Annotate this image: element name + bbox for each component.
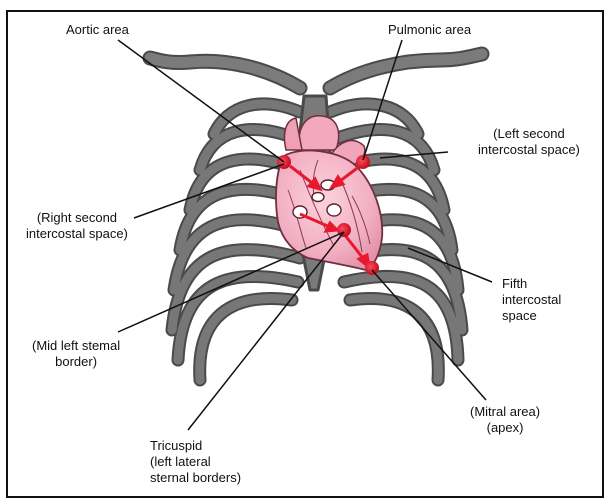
label-pulmonic-area: Pulmonic area (388, 22, 471, 38)
label-text: intercostal space) (26, 226, 128, 242)
label-text: border) (32, 354, 120, 370)
label-text: (Right second (26, 210, 128, 226)
label-text: (Mid left stemal (32, 338, 120, 354)
label-text: Fifth (502, 276, 561, 292)
label-text: Pulmonic area (388, 22, 471, 38)
label-text: space (502, 308, 561, 324)
label-right-second-intercostal: (Right second intercostal space) (26, 210, 128, 242)
label-text: Aortic area (66, 22, 129, 38)
valve-pulmonic (312, 193, 324, 202)
label-text: (Mitral area) (470, 404, 540, 420)
marker-pulmonic (356, 155, 370, 169)
label-mid-left-sternal: (Mid left stemal border) (32, 338, 120, 370)
label-text: (Left second (478, 126, 580, 142)
label-fifth-intercostal: Fifth intercostal space (502, 276, 561, 324)
label-mitral-area: (Mitral area) (apex) (470, 404, 540, 436)
label-text: intercostal (502, 292, 561, 308)
label-text: sternal borders) (150, 470, 241, 486)
valve-mitral (327, 204, 341, 216)
label-text: intercostal space) (478, 142, 580, 158)
label-text: (left lateral (150, 454, 241, 470)
label-text: Tricuspid (150, 438, 241, 454)
label-aortic-area: Aortic area (66, 22, 129, 38)
label-text: (apex) (470, 420, 540, 436)
vena-cava (284, 118, 302, 150)
marker-mitral (365, 261, 379, 275)
clavicle-left (150, 58, 300, 88)
ribs-left-fill (172, 104, 300, 380)
label-left-second-intercostal: (Left second intercostal space) (478, 126, 580, 158)
clavicle-right (330, 54, 482, 88)
label-tricuspid-area: Tricuspid (left lateral sternal borders) (150, 438, 241, 486)
aorta (299, 116, 339, 150)
